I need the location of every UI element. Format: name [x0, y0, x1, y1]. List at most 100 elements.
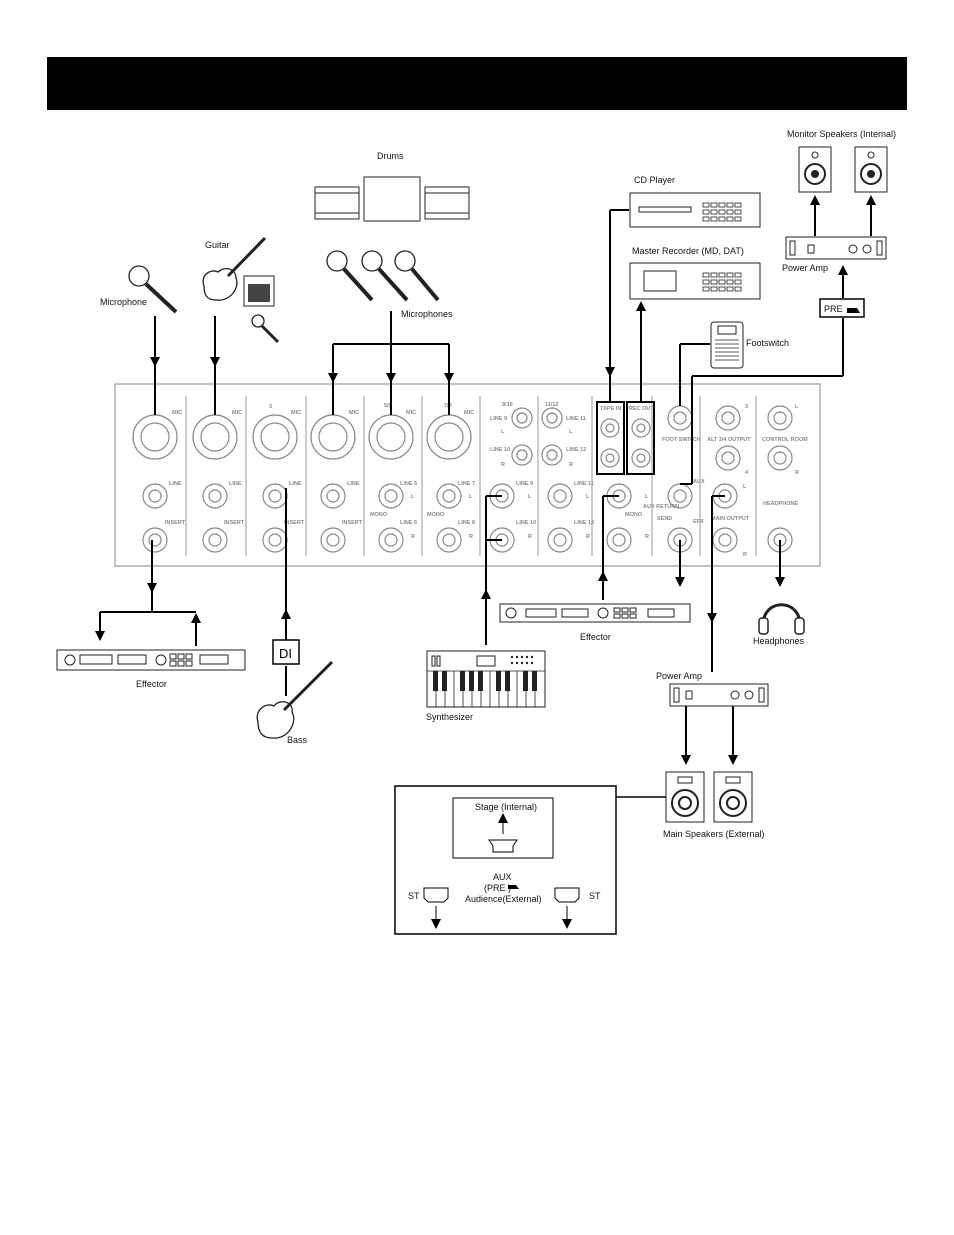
panel-insert-2: INSERT — [224, 520, 245, 526]
label-effector-left: Effector — [136, 679, 167, 689]
guitar — [202, 236, 275, 307]
tape-rec-section — [596, 401, 655, 475]
panel-alt-output: ALT 3/4 OUTPUT — [707, 437, 751, 443]
panel-ch910: 9/10 — [502, 402, 513, 408]
panel-line11-rca: LINE 11 — [566, 416, 586, 422]
header-banner — [47, 57, 907, 110]
panel-mic-4: MIC — [349, 410, 359, 416]
panel-ch1112: 11/12 — [545, 402, 558, 408]
panel-foot-switch: FOOT SWITCH — [662, 437, 701, 443]
panel-insert-1: INSERT — [165, 520, 186, 526]
monitor-speaker-right — [854, 146, 888, 193]
label-bass: Bass — [287, 735, 308, 745]
panel-mono-2: MONO — [427, 512, 445, 518]
mixer-rear-panel: MIC MIC 3 MIC MIC 5/6 MIC 7/8 MIC LINE L… — [114, 383, 821, 567]
panel-line-4: LINE — [347, 481, 360, 487]
panel-n4: 4 — [745, 470, 749, 476]
drum-microphones — [326, 250, 440, 302]
label-power-amp-top: Power Amp — [782, 263, 828, 273]
panel-mic-2: MIC — [232, 410, 242, 416]
pre-tag: PRE — [819, 298, 865, 318]
panel-l-7: L — [469, 494, 473, 500]
label-drums: Drums — [377, 151, 404, 161]
panel-efx: EFX — [693, 519, 704, 525]
label-audience-external: Audience(External) — [465, 894, 542, 904]
panel-line5: LINE 5 — [400, 481, 417, 487]
panel-r-line10: R — [528, 534, 532, 540]
panel-labels: MIC MIC 3 MIC MIC 5/6 MIC 7/8 MIC LINE L… — [165, 402, 808, 558]
panel-l-5: L — [411, 494, 415, 500]
panel-n3: 3 — [745, 404, 748, 410]
label-st-right: ST — [589, 891, 601, 901]
panel-l-auxret: L — [645, 494, 649, 500]
panel-r-6: R — [411, 534, 415, 540]
cd-player — [629, 192, 761, 228]
label-headphones: Headphones — [753, 636, 805, 646]
panel-l-main: L — [743, 484, 747, 490]
panel-line12-rca: LINE 12 — [566, 447, 586, 453]
panel-dividers — [185, 396, 757, 556]
panel-line-1: LINE — [169, 481, 182, 487]
panel-r-main: R — [743, 552, 747, 558]
panel-line12: LINE 12 — [574, 520, 594, 526]
label-main-speakers: Main Speakers (External) — [663, 829, 765, 839]
panel-mic-6: MIC — [464, 410, 474, 416]
footswitch — [710, 321, 744, 369]
main-speaker-left — [665, 771, 705, 823]
panel-line9: LINE 9 — [516, 481, 533, 487]
label-footswitch: Footswitch — [746, 338, 789, 348]
panel-r-auxret: R — [645, 534, 649, 540]
drum-kit — [314, 176, 470, 222]
di-box-label: DI — [279, 646, 292, 661]
panel-ch78: 7/8 — [444, 403, 452, 409]
small-microphone — [251, 314, 280, 344]
panel-send: SEND — [657, 516, 672, 522]
label-st-left: ST — [408, 891, 420, 901]
panel-cr-r: R — [795, 470, 799, 476]
panel-r-line12: R — [586, 534, 590, 540]
panel-mic-5: MIC — [406, 410, 416, 416]
panel-r-10: R — [501, 462, 505, 468]
panel-line-3: LINE — [289, 481, 302, 487]
panel-ch56: 5/6 — [384, 403, 392, 409]
rca-inputs — [511, 407, 563, 466]
panel-ch3: 3 — [269, 404, 272, 410]
label-guitar: Guitar — [205, 240, 230, 250]
panel-insert-3: INSERT — [284, 520, 305, 526]
power-amp-bottom — [669, 683, 769, 707]
panel-mono-1: MONO — [370, 512, 388, 518]
panel-insert-4: INSERT — [342, 520, 363, 526]
panel-mic-1: MIC — [172, 410, 182, 416]
headphones — [758, 603, 805, 635]
xlr-inputs — [132, 414, 472, 460]
label-aux: AUX — [493, 872, 512, 882]
panel-l-11: L — [569, 429, 573, 435]
panel-r-12: R — [569, 462, 573, 468]
panel-rec-out: REC OUT — [629, 406, 654, 412]
panel-headphone: HEADPHONE — [763, 501, 798, 507]
di-box: DI — [272, 639, 300, 665]
label-effector-right: Effector — [580, 632, 611, 642]
panel-l-line11: L — [586, 494, 590, 500]
panel-line8: LINE 8 — [458, 520, 475, 526]
label-microphones: Microphones — [401, 309, 453, 319]
signal-wires — [95, 195, 876, 765]
label-synthesizer: Synthesizer — [426, 712, 473, 722]
panel-cr-l: L — [795, 404, 799, 410]
effector-left — [56, 649, 246, 671]
panel-line10-rca: LINE 10 — [490, 447, 510, 453]
panel-r-8: R — [469, 534, 473, 540]
label-power-amp-bottom: Power Amp — [656, 671, 702, 681]
main-speaker-right — [713, 771, 753, 823]
panel-main-output: MAIN OUTPUT — [711, 516, 750, 522]
panel-l-line9: L — [528, 494, 532, 500]
label-aux-pre: (PRE ) — [484, 883, 511, 893]
panel-tape-in: TAPE IN — [600, 406, 621, 412]
label-microphone: Microphone — [100, 297, 147, 307]
effector-right — [499, 603, 691, 623]
pre-tag-label: PRE — [824, 304, 843, 314]
label-master-recorder: Master Recorder (MD, DAT) — [632, 246, 744, 256]
panel-line7: LINE 7 — [458, 481, 475, 487]
panel-line9-rca: LINE 9 — [490, 416, 507, 422]
